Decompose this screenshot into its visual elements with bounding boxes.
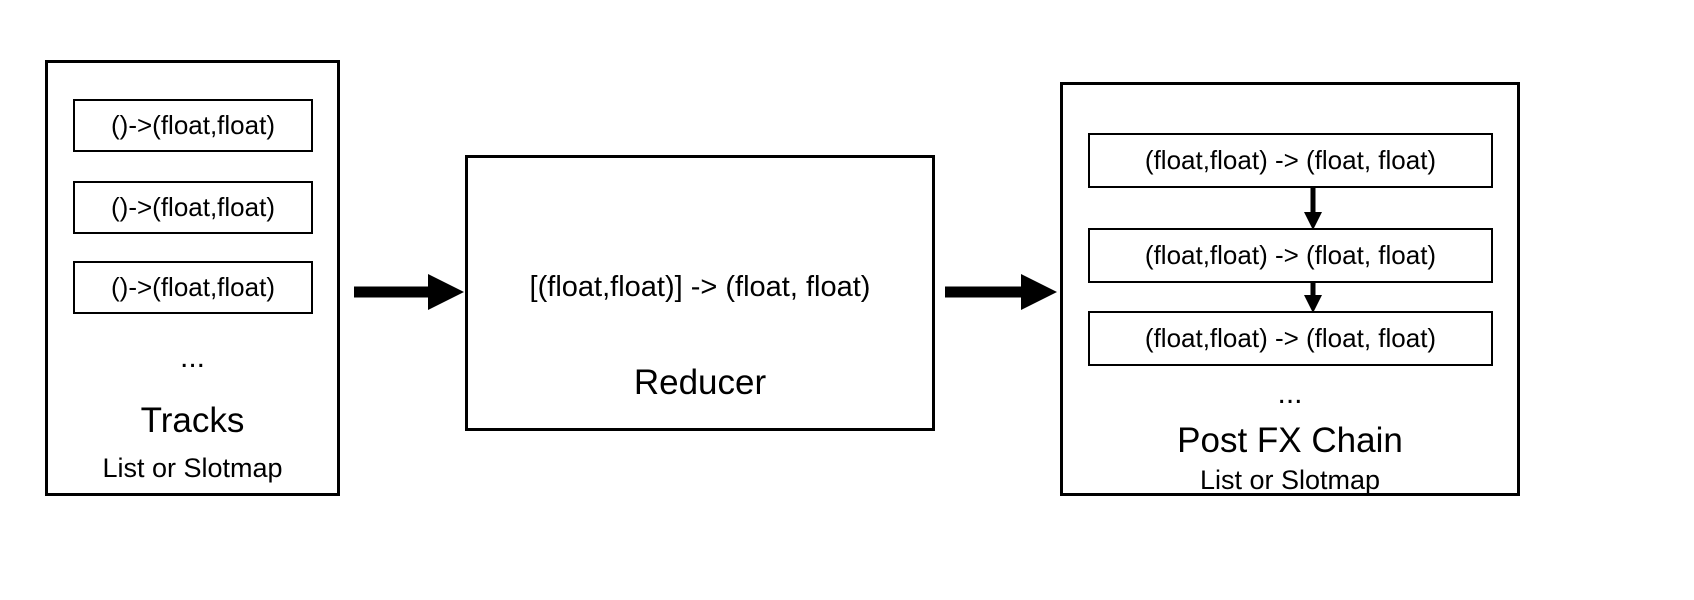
tracks-ellipsis: ... xyxy=(179,341,205,374)
postfx-ellipsis: ... xyxy=(1277,377,1303,410)
postfx-slot-3: (float,float) -> (float, float) xyxy=(1088,311,1493,366)
postfx-slot-1-label: (float,float) -> (float, float) xyxy=(1144,145,1437,175)
postfx-slot-2: (float,float) -> (float, float) xyxy=(1088,228,1493,283)
postfx-slot-3-label: (float,float) -> (float, float) xyxy=(1144,323,1437,353)
track-slot-3-label: ()->(float,float) xyxy=(111,272,275,302)
reducer-signature: [(float,float)] -> (float, float) xyxy=(529,271,871,303)
reducer-title: Reducer xyxy=(633,363,767,402)
track-slot-1: ()->(float,float) xyxy=(73,99,313,152)
track-slot-3: ()->(float,float) xyxy=(73,261,313,314)
arrow-right-icon-tracks-to-reducer xyxy=(354,274,464,310)
tracks-container: ()->(float,float) ()->(float,float) ()->… xyxy=(45,60,340,496)
postfx-title: Post FX Chain xyxy=(1177,421,1403,460)
postfx-slot-1: (float,float) -> (float, float) xyxy=(1088,133,1493,188)
tracks-subtitle: List or Slotmap xyxy=(102,453,283,483)
arrow-right-icon-reducer-to-postfx xyxy=(945,274,1057,310)
arrow-down-icon-slot1-to-slot2 xyxy=(1304,186,1322,230)
track-slot-2: ()->(float,float) xyxy=(73,181,313,234)
reducer-container: [(float,float)] -> (float, float) Reduce… xyxy=(465,155,935,431)
track-slot-2-label: ()->(float,float) xyxy=(111,192,275,222)
postfx-container: (float,float) -> (float, float) (float,f… xyxy=(1060,82,1520,496)
track-slot-1-label: ()->(float,float) xyxy=(111,110,275,140)
tracks-title: Tracks xyxy=(140,401,245,440)
postfx-slot-2-label: (float,float) -> (float, float) xyxy=(1144,240,1437,270)
postfx-subtitle: List or Slotmap xyxy=(1199,465,1381,495)
arrow-down-icon-slot2-to-slot3 xyxy=(1304,281,1322,313)
